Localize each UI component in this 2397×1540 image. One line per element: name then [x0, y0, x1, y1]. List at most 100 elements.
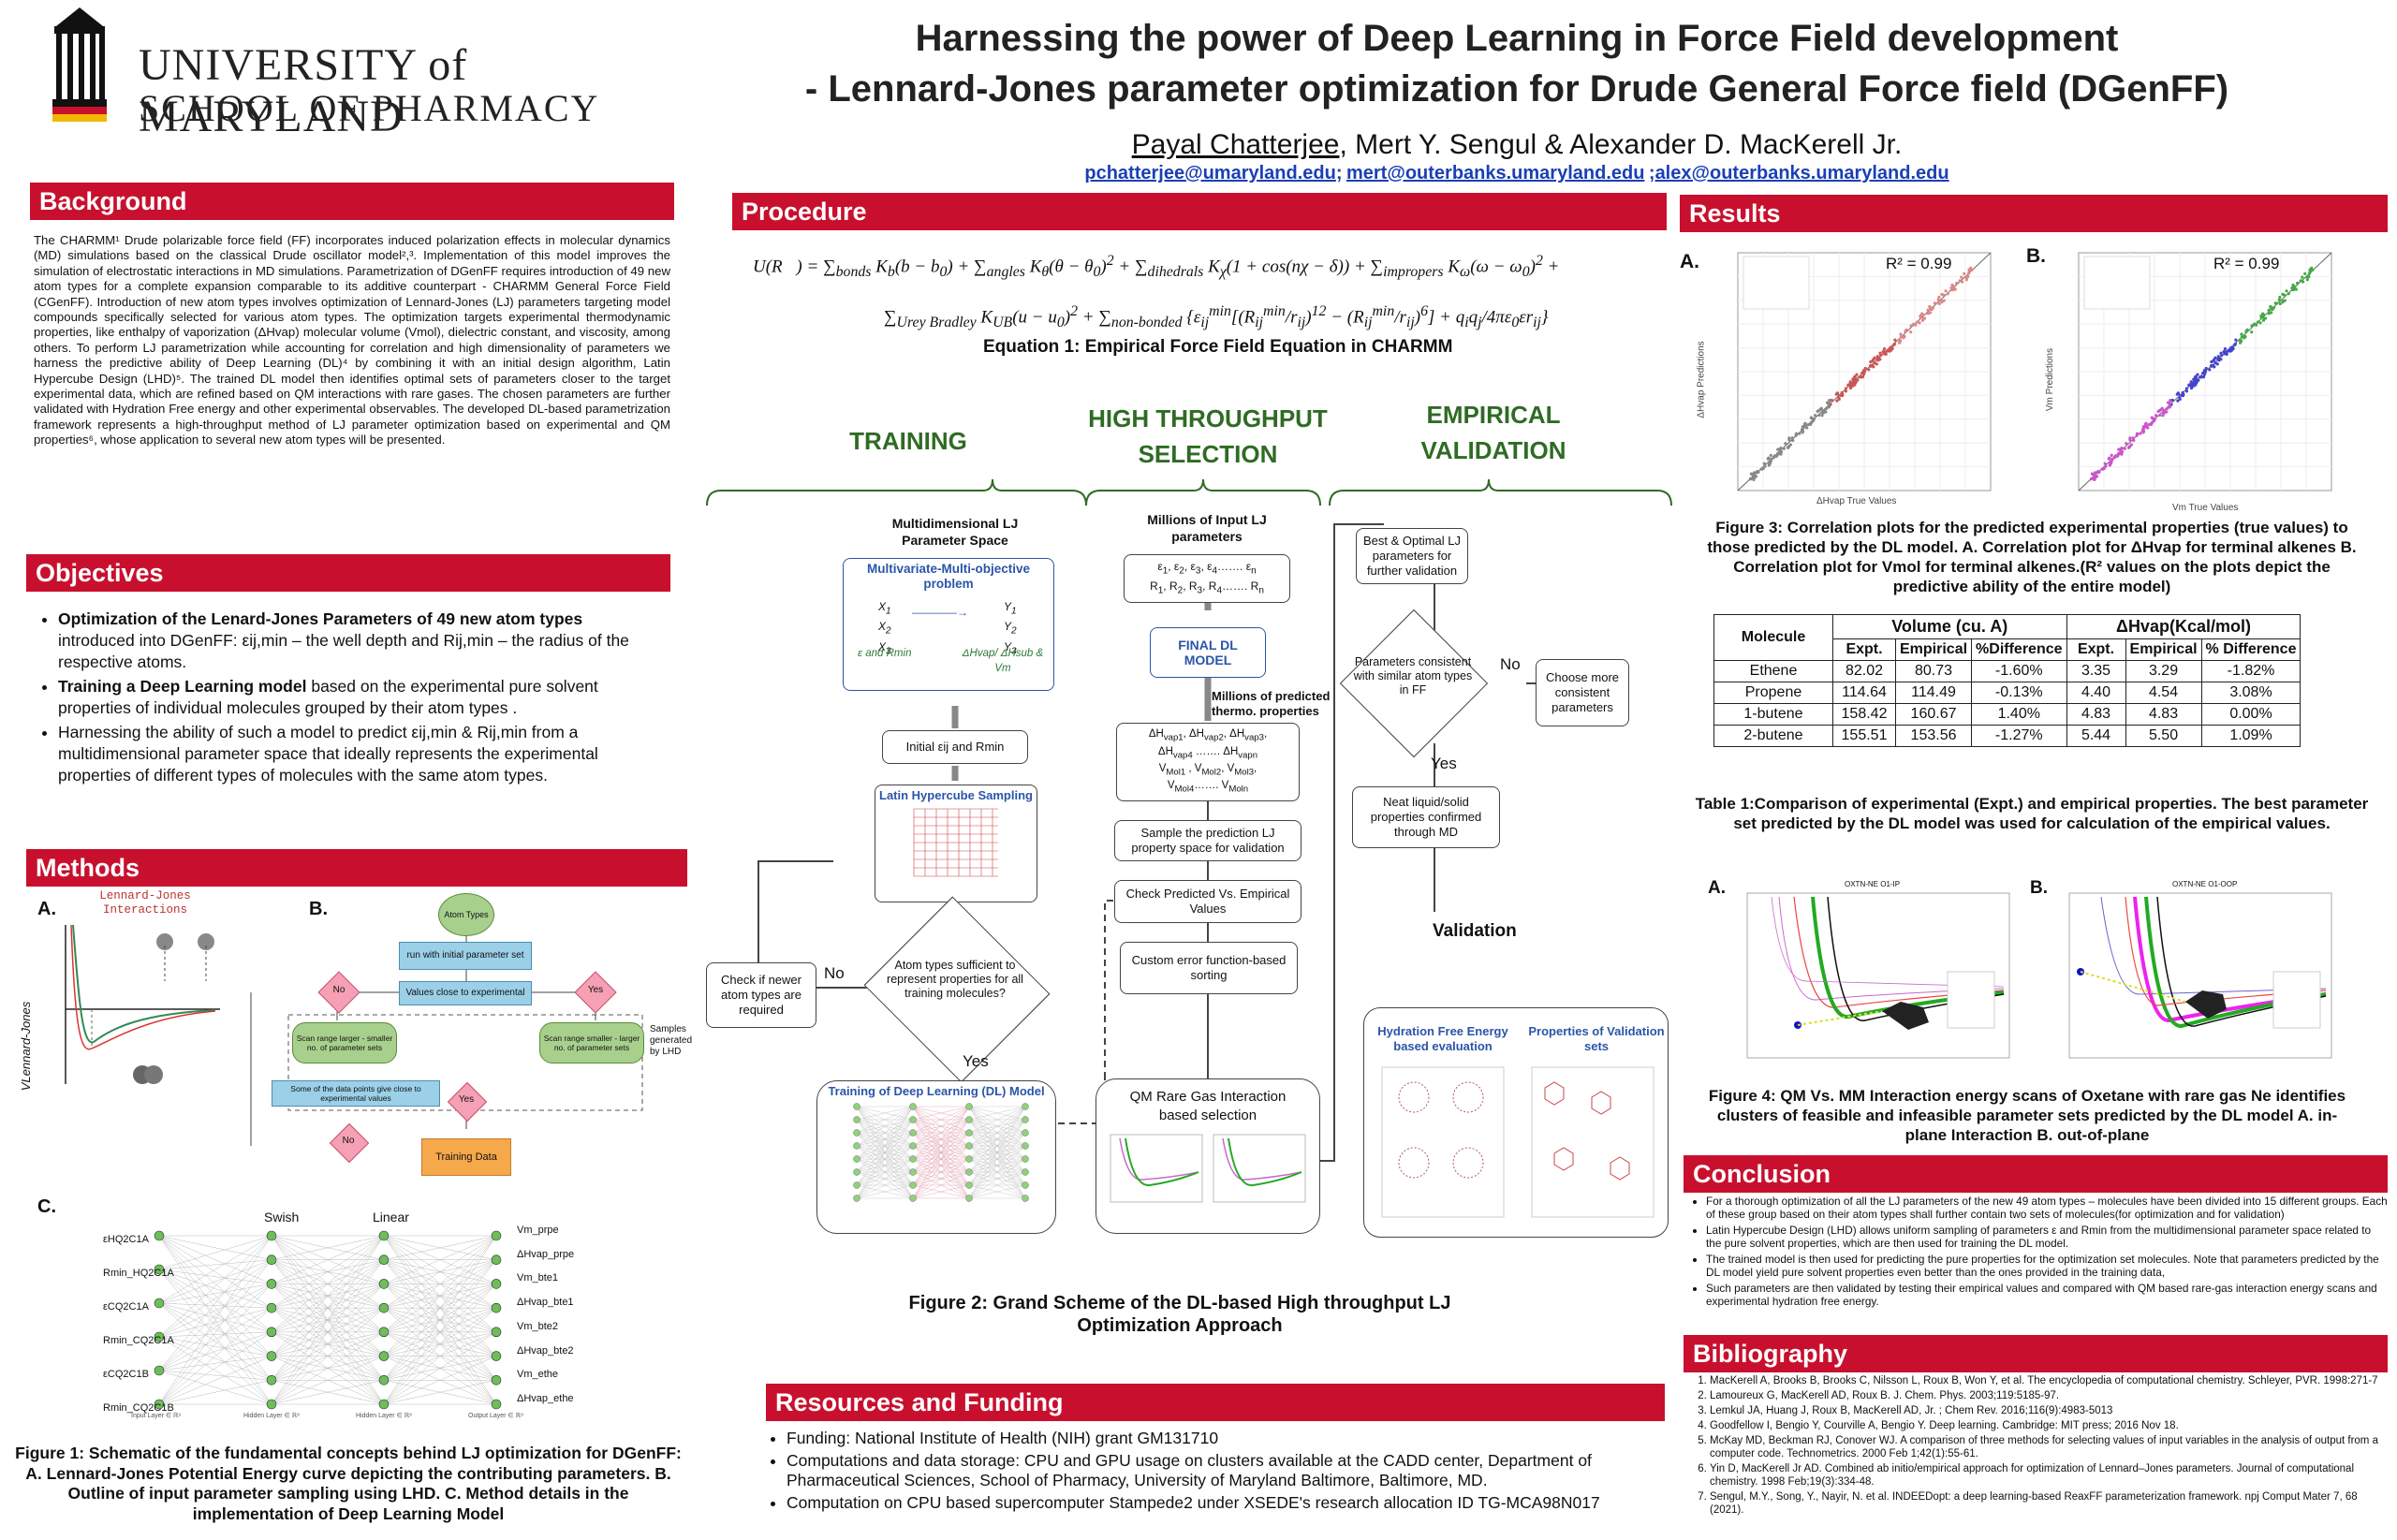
scatter-point	[1930, 307, 1934, 312]
t-no-label: No	[824, 964, 845, 982]
nn-connection	[158, 1356, 272, 1405]
scatter-point	[1748, 477, 1753, 481]
nn-connection	[158, 1307, 272, 1338]
nn-connection	[158, 1235, 272, 1381]
email-link[interactable]: mert@outerbanks.umaryland.edu	[1346, 163, 1645, 183]
scatter-point	[1853, 375, 1857, 379]
scatter-point	[2305, 278, 2309, 282]
nn-node	[378, 1351, 390, 1361]
col-htp: HIGH THROUGHPUT SELECTION	[1088, 404, 1328, 468]
scatter-point	[1846, 383, 1850, 388]
scatter-point	[2287, 292, 2290, 296]
bib-item: Yin D, MacKerell Jr AD. Combined ab init…	[1710, 1462, 2386, 1489]
nn-input-label: Rmin_CQ2C1B	[103, 1402, 174, 1414]
e-choose-box: Choose more consistent parameters	[1536, 659, 1629, 726]
scatter-point	[2168, 401, 2172, 405]
scatter-point	[2256, 320, 2260, 324]
scatter-point	[2161, 414, 2165, 418]
nn-connection	[158, 1283, 272, 1304]
col-training: TRAINING	[849, 427, 967, 455]
nn-connection	[158, 1269, 272, 1284]
email-link[interactable]: alex@outerbanks.umaryland.edu	[1654, 163, 1949, 183]
scatter-point	[2271, 307, 2274, 312]
nn-connection	[383, 1283, 497, 1405]
figure2-caption: Figure 2: Grand Scheme of the DL-based H…	[908, 1293, 1451, 1336]
scatter-point	[2089, 477, 2094, 481]
scatter-point	[2093, 477, 2096, 482]
scatter-point	[1787, 446, 1790, 449]
lhd-some-data: Some of the data points give close to ex…	[272, 1080, 440, 1107]
mini-nn-connection	[968, 1106, 1026, 1186]
scatter-point	[1897, 341, 1902, 345]
scatter-point	[1820, 411, 1824, 415]
scatter-point	[1876, 359, 1880, 362]
nn-connection	[158, 1302, 272, 1357]
lhd-no2-label: No	[342, 1136, 355, 1146]
scatter-point	[1936, 298, 1940, 301]
th-pdiff: %Difference	[1971, 638, 2067, 661]
scatter-point	[1915, 320, 1919, 324]
scatter-point	[2285, 289, 2288, 293]
objective-item: Optimization of the Lenard-Jones Paramet…	[58, 609, 637, 673]
scatter-point	[1946, 292, 1949, 296]
scatter-point	[1872, 365, 1875, 369]
scatter-point	[1955, 281, 1959, 286]
scatter-point	[1844, 389, 1848, 393]
e-neat-box: Neat liquid/solid properties confirmed t…	[1352, 786, 1500, 848]
t-atoms-question: Atom types sufficient to represent prope…	[887, 959, 1023, 1000]
scatter-point	[2261, 312, 2265, 315]
nn-node	[491, 1374, 502, 1386]
table-cell: 4.83	[2125, 703, 2202, 726]
scatter-point	[2290, 286, 2294, 290]
fig4-panel-a-label: A.	[1708, 878, 1726, 898]
email-link[interactable]: pchatterjee@umaryland.edu	[1084, 163, 1336, 183]
nn-connection	[158, 1370, 272, 1405]
mini-nn-connection	[912, 1106, 970, 1199]
e-validation-box: Hydration Free Energy based evaluation P…	[1363, 1007, 1669, 1238]
scatter-point	[2177, 392, 2181, 396]
scatter-point	[2217, 359, 2221, 362]
mini-nn-node	[965, 1168, 973, 1176]
nn-output-label: Vm_ethe	[517, 1369, 559, 1381]
scatter-point	[1926, 308, 1930, 312]
equation-line-1: U(R⃗) = ∑bonds Kb(b − b0) + ∑angles Kθ(θ…	[753, 253, 1560, 281]
mini-nn-connection	[912, 1106, 970, 1186]
table-cell: 155.51	[1832, 725, 1896, 747]
scatter-point	[1752, 477, 1756, 482]
scatter-point	[2278, 295, 2282, 300]
nn-connection	[271, 1259, 385, 1405]
scatter-point	[1803, 423, 1807, 427]
scatter-point	[1921, 316, 1925, 320]
scatter-point	[2223, 346, 2228, 351]
nn-connection	[158, 1235, 272, 1260]
scatter-point	[1787, 438, 1791, 442]
scatter-point	[1824, 406, 1829, 411]
results-table: Molecule Volume (cu. A) ΔHvap(Kcal/mol) …	[1713, 614, 2301, 747]
mini-nn-connection	[912, 1158, 970, 1199]
scatter-point	[1762, 462, 1766, 465]
mini-nn-connection	[912, 1145, 970, 1199]
scatter-point	[2294, 287, 2298, 291]
scatter-point	[2112, 455, 2117, 459]
author-rest: , Mert Y. Sengul & Alexander D. MacKerel…	[1339, 129, 1903, 160]
scatter-point	[1867, 368, 1871, 372]
mini-nn-connection	[856, 1119, 914, 1199]
scatter-point	[2194, 375, 2198, 379]
t-dl-title: Training of Deep Learning (DL) Model	[828, 1084, 1045, 1098]
scatter-point	[2165, 406, 2169, 411]
h-dh-box: ΔHvap1, ΔHvap2, ΔHvap3,ΔHvap4 ……. ΔHvapn…	[1116, 723, 1300, 801]
nn-connection	[271, 1235, 385, 1357]
scatter-point	[2226, 349, 2229, 353]
scatter-point	[1869, 363, 1873, 368]
methods-panel-b-label: B.	[309, 899, 328, 919]
scatter-point	[1836, 392, 1840, 396]
scatter-point	[2119, 447, 2124, 450]
scatter-point	[1849, 381, 1853, 386]
scatter-point	[2139, 432, 2142, 435]
scatter-point	[1801, 431, 1804, 434]
nn-connection	[158, 1307, 272, 1405]
h-qm-box: QM Rare Gas Interaction based selection	[1096, 1078, 1320, 1234]
bib-item: Lemkul JA, Huang J, Roux B, MacKerell AD…	[1710, 1404, 2386, 1417]
logo-emblem	[52, 7, 107, 122]
nn-output-label: Vm_prpe	[517, 1225, 559, 1236]
